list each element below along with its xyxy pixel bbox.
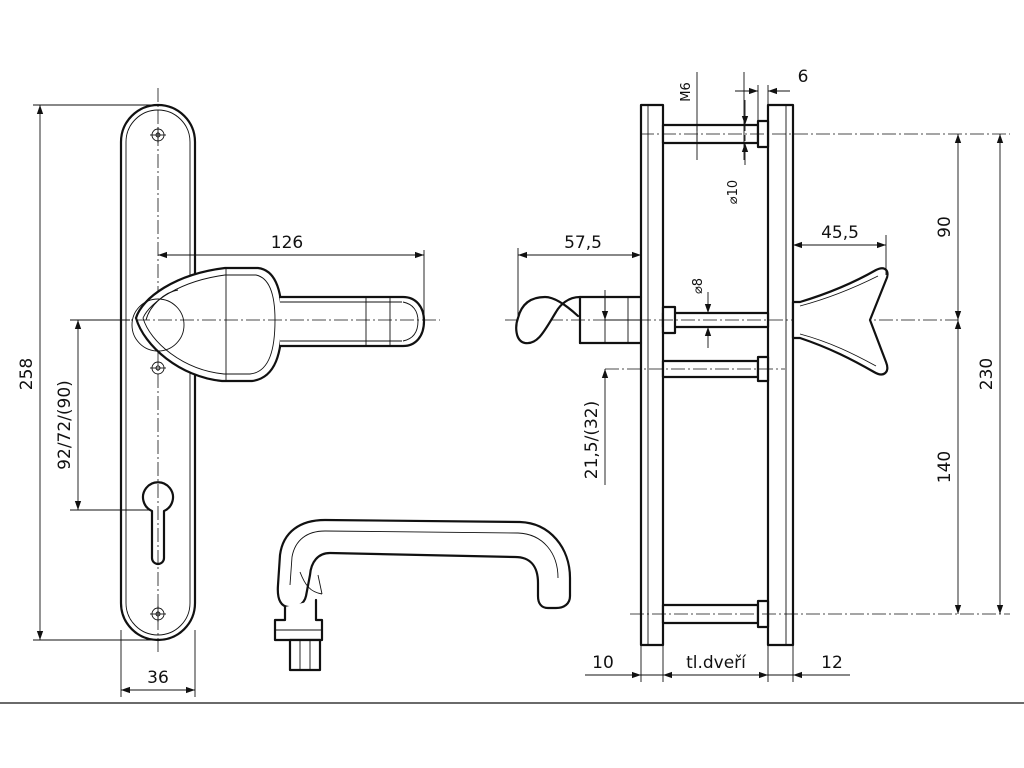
dim-door-label: tl.dveří xyxy=(686,653,747,673)
dim-21-5: 21,5/(32) xyxy=(582,290,641,485)
dim-10-label: 10 xyxy=(592,653,614,673)
dim-36-label: 36 xyxy=(147,668,169,688)
side-lever-end xyxy=(515,295,643,345)
dim-258: 258 xyxy=(17,104,158,641)
dim-6: 6 xyxy=(735,67,808,121)
dim-door: tl.dveří xyxy=(663,653,768,679)
bottom-screw-icon xyxy=(150,606,166,622)
outer-plate xyxy=(639,103,665,647)
dim-d10-label: ⌀10 xyxy=(726,180,741,204)
dim-126: 126 xyxy=(158,233,425,320)
isometric-handle-view xyxy=(273,518,572,672)
dim-21-5-label: 21,5/(32) xyxy=(582,401,602,479)
handle-lever xyxy=(278,295,426,348)
side-view: M6 6 ⌀10 57,5 ⌀8 xyxy=(505,67,1010,682)
dim-spacing-label: 92/72/(90) xyxy=(55,380,75,470)
dim-45-5-label: 45,5 xyxy=(821,223,859,243)
spindle xyxy=(273,598,324,642)
cylinder-keyhole-icon xyxy=(141,481,175,566)
dim-230-label: 230 xyxy=(977,358,997,390)
top-bolt xyxy=(640,119,1010,149)
dim-57-5-label: 57,5 xyxy=(564,233,602,253)
dim-258-label: 258 xyxy=(17,358,37,390)
dim-6-label: 6 xyxy=(798,67,809,87)
dim-45-5: 45,5 xyxy=(793,223,887,275)
dim-36: 36 xyxy=(120,630,196,697)
dim-140: 140 xyxy=(935,320,962,614)
dim-90: 90 xyxy=(935,134,962,320)
dim-57-5: 57,5 xyxy=(517,233,642,318)
top-screw-icon xyxy=(150,127,166,143)
dim-12-label: 12 xyxy=(821,653,843,673)
dim-m6: M6 xyxy=(679,72,745,160)
inner-plate xyxy=(766,103,795,647)
middle-bolt xyxy=(605,355,785,383)
dim-10: 10 xyxy=(585,653,663,679)
bottom-bolt xyxy=(630,599,1010,629)
dim-d8-label: ⌀8 xyxy=(691,278,706,294)
side-knob xyxy=(791,267,889,376)
dim-140-label: 140 xyxy=(935,451,955,483)
dim-d8: ⌀8 xyxy=(691,278,712,348)
dim-126-label: 126 xyxy=(271,233,303,253)
dim-12: 12 xyxy=(768,653,850,679)
dim-spacing: 92/72/(90) xyxy=(55,319,150,511)
front-view: 258 92/72/(90) 126 36 xyxy=(17,88,440,697)
middle-screw-icon xyxy=(150,361,166,375)
dim-90-label: 90 xyxy=(935,216,955,238)
dim-d10: ⌀10 xyxy=(726,100,749,204)
dim-230: 230 xyxy=(977,134,1004,614)
dim-m6-label: M6 xyxy=(679,82,694,102)
